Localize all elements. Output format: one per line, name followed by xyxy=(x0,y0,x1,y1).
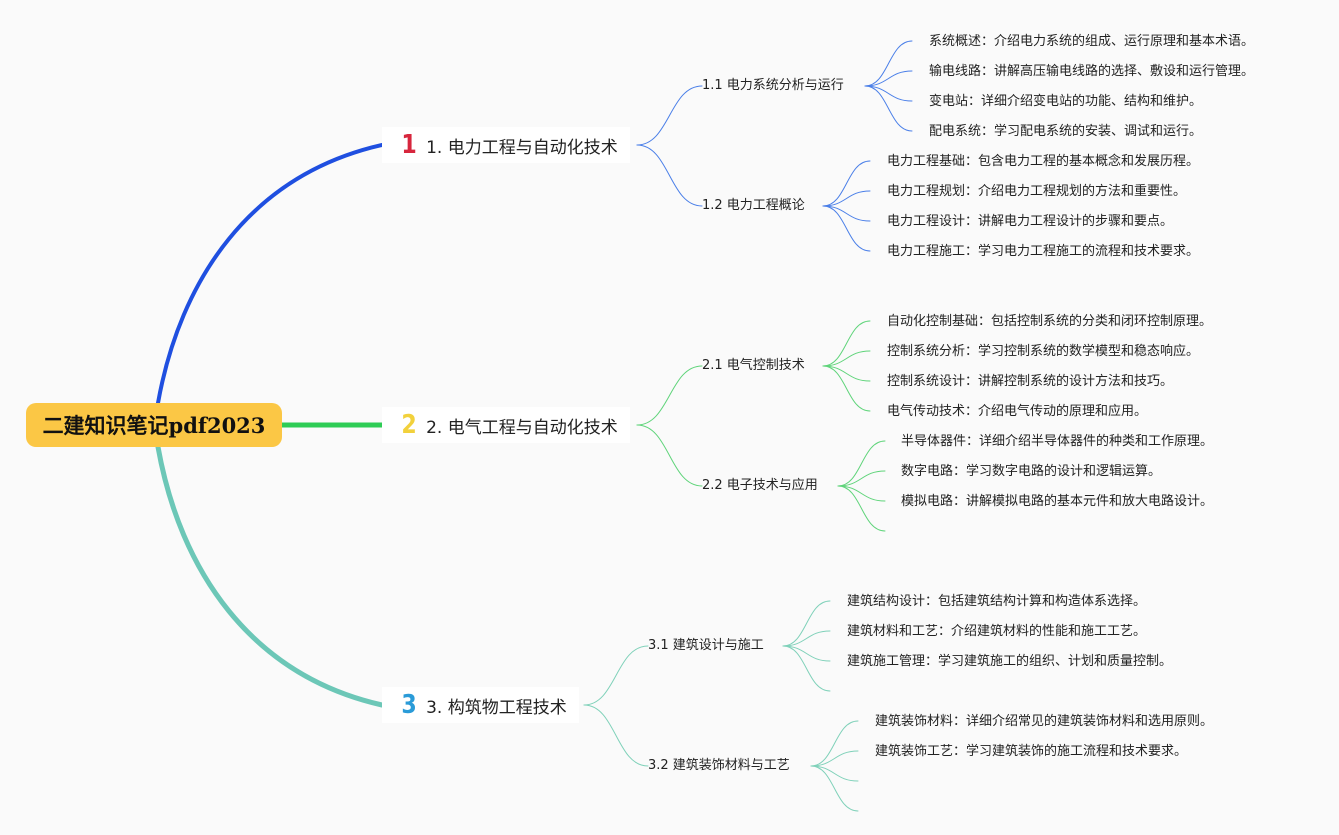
subtopic-2-2[interactable]: 2.2 电子技术与应用 xyxy=(702,478,818,493)
leaf-connector xyxy=(864,85,913,132)
number-badge-3-icon: 3 xyxy=(401,690,417,720)
leaf-connector xyxy=(782,630,831,647)
number-badge-2-icon: 2 xyxy=(401,410,417,440)
leaf-connector xyxy=(810,765,859,812)
leaf-item[interactable]: 建筑材料和工艺：介绍建筑材料的性能和施工工艺。 xyxy=(847,624,1147,639)
leaf-item[interactable]: 控制系统分析：学习控制系统的数学模型和稳态响应。 xyxy=(887,344,1200,359)
leaf-connector xyxy=(822,365,871,412)
leaf-item[interactable]: 建筑装饰工艺：学习建筑装饰的施工流程和技术要求。 xyxy=(875,744,1188,759)
subtopic-2-1[interactable]: 2.1 电气控制技术 xyxy=(702,358,805,373)
subtopic-1-2[interactable]: 1.2 电力工程概论 xyxy=(702,198,805,213)
main-connector-1 xyxy=(156,143,384,405)
leaf-item[interactable]: 模拟电路：讲解模拟电路的基本元件和放大电路设计。 xyxy=(901,494,1214,509)
sub-connector xyxy=(636,424,703,487)
branch-topic-label: 3. 构筑物工程技术 xyxy=(426,697,567,718)
leaf-connector xyxy=(822,205,871,222)
leaf-connector xyxy=(822,350,871,367)
leaf-item[interactable]: 系统概述：介绍电力系统的组成、运行原理和基本术语。 xyxy=(929,34,1255,49)
leaf-connector xyxy=(822,160,871,207)
branch-topic-1[interactable]: 1 1. 电力工程与自动化技术 xyxy=(382,127,630,163)
leaf-connector xyxy=(782,600,831,647)
leaf-item[interactable]: 电力工程施工：学习电力工程施工的流程和技术要求。 xyxy=(887,244,1200,259)
subtopic-3-2[interactable]: 3.2 建筑装饰材料与工艺 xyxy=(648,758,790,773)
leaf-connector xyxy=(810,720,859,767)
branch-topic-label: 2. 电气工程与自动化技术 xyxy=(426,417,618,438)
leaf-connector xyxy=(864,85,913,102)
sub-connector xyxy=(636,144,703,207)
leaf-connector xyxy=(810,765,859,782)
leaf-item[interactable]: 数字电路：学习数字电路的设计和逻辑运算。 xyxy=(901,464,1162,479)
sub-connector xyxy=(583,645,649,706)
leaf-item[interactable]: 半导体器件：详细介绍半导体器件的种类和工作原理。 xyxy=(901,434,1214,449)
branch-topic-2[interactable]: 2 2. 电气工程与自动化技术 xyxy=(382,407,630,443)
leaf-item[interactable]: 建筑结构设计：包括建筑结构计算和构造体系选择。 xyxy=(847,594,1147,609)
branch-topic-label: 1. 电力工程与自动化技术 xyxy=(426,137,618,158)
leaf-connector xyxy=(822,190,871,207)
leaf-item[interactable]: 配电系统：学习配电系统的安装、调试和运行。 xyxy=(929,124,1203,139)
leaf-connector xyxy=(837,470,886,487)
sub-connector xyxy=(583,704,649,767)
leaf-connector xyxy=(837,440,886,487)
leaf-connector xyxy=(822,205,871,252)
main-connector-3 xyxy=(155,444,385,708)
leaf-item[interactable]: 自动化控制基础：包括控制系统的分类和闭环控制原理。 xyxy=(887,314,1213,329)
leaf-connector xyxy=(864,40,913,87)
leaf-item[interactable]: 输电线路：讲解高压输电线路的选择、敷设和运行管理。 xyxy=(929,64,1255,79)
leaf-item[interactable]: 电力工程设计：讲解电力工程设计的步骤和要点。 xyxy=(887,214,1174,229)
root-topic-label: 二建知识笔记pdf2023 xyxy=(42,413,266,438)
leaf-connector xyxy=(837,485,886,502)
leaf-connector xyxy=(864,70,913,87)
leaf-item[interactable]: 建筑装饰材料：详细介绍常见的建筑装饰材料和选用原则。 xyxy=(875,714,1214,729)
leaf-connector xyxy=(837,485,886,532)
number-badge-1-icon: 1 xyxy=(401,130,417,160)
branch-topic-3[interactable]: 3 3. 构筑物工程技术 xyxy=(382,687,579,723)
sub-connector xyxy=(636,365,703,426)
leaf-item[interactable]: 电力工程规划：介绍电力工程规划的方法和重要性。 xyxy=(887,184,1187,199)
leaf-connector xyxy=(822,365,871,382)
leaf-connector xyxy=(782,645,831,692)
subtopic-3-1[interactable]: 3.1 建筑设计与施工 xyxy=(648,638,764,653)
root-topic[interactable]: 二建知识笔记pdf2023 xyxy=(26,403,282,447)
leaf-connector xyxy=(782,645,831,662)
leaf-connector xyxy=(822,320,871,367)
subtopic-1-1[interactable]: 1.1 电力系统分析与运行 xyxy=(702,78,844,93)
leaf-connector xyxy=(810,750,859,767)
leaf-item[interactable]: 控制系统设计：讲解控制系统的设计方法和技巧。 xyxy=(887,374,1174,389)
leaf-item[interactable]: 建筑施工管理：学习建筑施工的组织、计划和质量控制。 xyxy=(847,654,1173,669)
leaf-item[interactable]: 电力工程基础：包含电力工程的基本概念和发展历程。 xyxy=(887,154,1200,169)
sub-connector xyxy=(636,85,703,146)
leaf-item[interactable]: 变电站：详细介绍变电站的功能、结构和维护。 xyxy=(929,94,1203,109)
leaf-item[interactable]: 电气传动技术：介绍电气传动的原理和应用。 xyxy=(887,404,1148,419)
